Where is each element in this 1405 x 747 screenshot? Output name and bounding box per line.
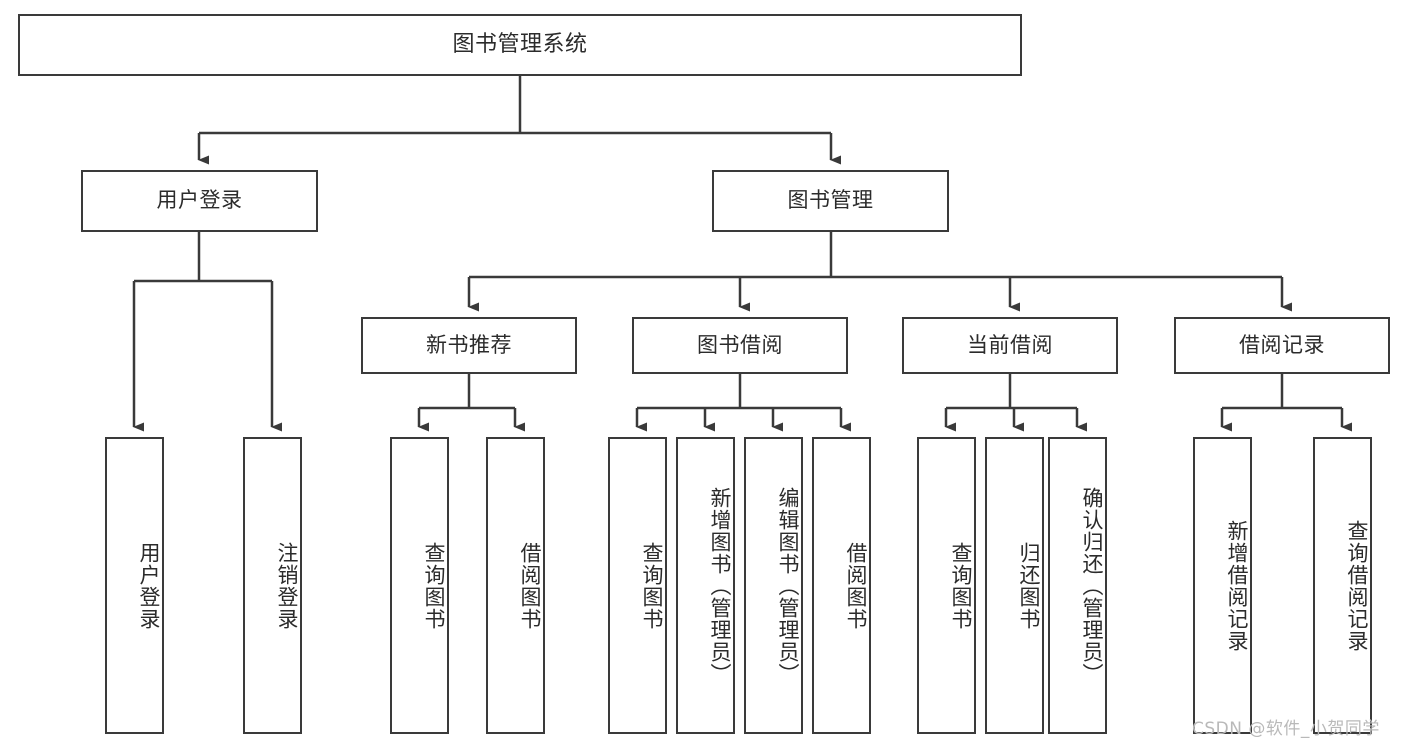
leaf-logout-login[interactable]: 注销登录 xyxy=(243,437,302,734)
node-borrow-record-label: 借阅记录 xyxy=(1239,332,1325,357)
node-current-borrow-label: 当前借阅 xyxy=(967,332,1053,357)
leaf-add-book-label: 新增图书（管理员） xyxy=(708,486,732,685)
node-new-book-recommend-label: 新书推荐 xyxy=(426,332,512,357)
leaf-edit-book[interactable]: 编辑图书（管理员） xyxy=(744,437,803,734)
leaf-add-record[interactable]: 新增借阅记录 xyxy=(1193,437,1252,734)
leaf-query-book-2[interactable]: 查询图书 xyxy=(608,437,667,734)
node-book-borrow[interactable]: 图书借阅 xyxy=(632,317,848,374)
leaf-borrow-book-2[interactable]: 借阅图书 xyxy=(812,437,871,734)
leaf-query-book-1-label: 查询图书 xyxy=(422,541,446,630)
node-book-manage-label: 图书管理 xyxy=(787,188,874,213)
node-book-borrow-label: 图书借阅 xyxy=(697,332,783,357)
leaf-confirm-return[interactable]: 确认归还（管理员） xyxy=(1048,437,1107,734)
node-root-label: 图书管理系统 xyxy=(452,31,588,57)
leaf-logout-login-label: 注销登录 xyxy=(275,541,299,630)
leaf-query-book-3[interactable]: 查询图书 xyxy=(917,437,976,734)
leaf-borrow-book-1[interactable]: 借阅图书 xyxy=(486,437,545,734)
leaf-return-book-label: 归还图书 xyxy=(1017,541,1041,630)
leaf-query-book-2-label: 查询图书 xyxy=(640,541,664,630)
leaf-query-record[interactable]: 查询借阅记录 xyxy=(1313,437,1372,734)
leaf-query-book-3-label: 查询图书 xyxy=(949,541,973,630)
leaf-return-book[interactable]: 归还图书 xyxy=(985,437,1044,734)
watermark: CSDN @软件_小贺同学 xyxy=(1192,719,1380,739)
leaf-edit-book-label: 编辑图书（管理员） xyxy=(776,486,800,685)
leaf-add-record-label: 新增借阅记录 xyxy=(1225,519,1249,652)
node-new-book-recommend[interactable]: 新书推荐 xyxy=(361,317,577,374)
leaf-borrow-book-2-label: 借阅图书 xyxy=(844,541,868,630)
leaf-query-book-1[interactable]: 查询图书 xyxy=(390,437,449,734)
leaf-add-book[interactable]: 新增图书（管理员） xyxy=(676,437,735,734)
leaf-borrow-book-1-label: 借阅图书 xyxy=(518,541,542,630)
leaf-confirm-return-label: 确认归还（管理员） xyxy=(1080,486,1104,685)
node-root[interactable]: 图书管理系统 xyxy=(18,14,1022,76)
leaf-user-login[interactable]: 用户登录 xyxy=(105,437,164,734)
node-book-manage[interactable]: 图书管理 xyxy=(712,170,949,232)
leaf-user-login-label: 用户登录 xyxy=(137,541,161,630)
node-current-borrow[interactable]: 当前借阅 xyxy=(902,317,1118,374)
node-borrow-record[interactable]: 借阅记录 xyxy=(1174,317,1390,374)
node-user-login-label: 用户登录 xyxy=(156,188,243,213)
node-user-login[interactable]: 用户登录 xyxy=(81,170,318,232)
leaf-query-record-label: 查询借阅记录 xyxy=(1345,519,1369,652)
